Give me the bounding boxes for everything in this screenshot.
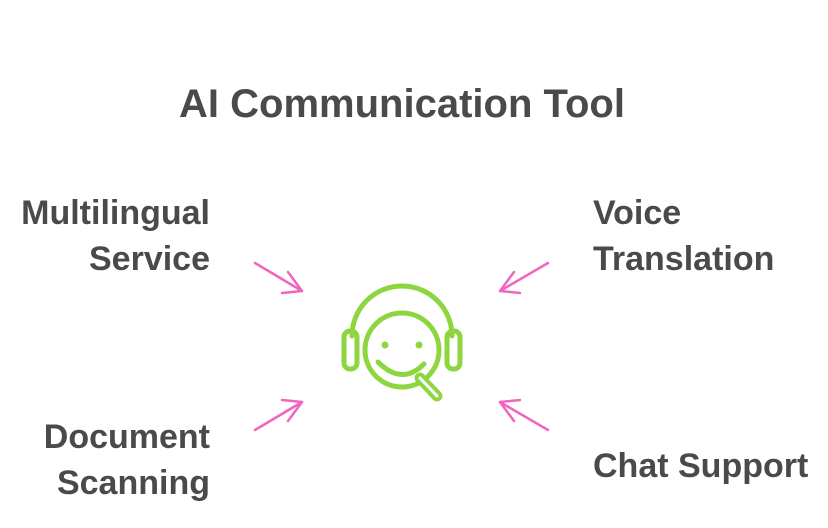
label-line: Voice	[593, 194, 682, 232]
smile	[375, 359, 427, 377]
label-line: Scanning	[56, 464, 210, 502]
label-line: Service	[89, 240, 210, 278]
arrow-from-chat-support	[498, 398, 550, 432]
right-eye	[415, 341, 423, 349]
right-ear-pad	[444, 328, 463, 372]
arrow-from-multilingual-service	[253, 261, 304, 295]
left-eye	[381, 341, 389, 349]
label-line: Multilingual	[21, 194, 210, 232]
label-voice-translation: Voice Translation	[593, 190, 774, 282]
label-chat-support: Chat Support	[593, 443, 808, 489]
left-ear-pad	[341, 328, 360, 372]
arrow-from-voice-translation	[498, 261, 550, 295]
label-document-scanning: Document Scanning	[44, 414, 210, 506]
headband	[349, 283, 455, 339]
arrow-from-document-scanning	[253, 398, 304, 432]
face-circle	[362, 310, 442, 390]
label-line: Translation	[593, 240, 775, 278]
label-line: Chat Support	[593, 447, 809, 485]
support-agent-headset-icon	[341, 283, 463, 402]
label-line: Document	[43, 418, 210, 456]
label-multilingual-service: Multilingual Service	[21, 190, 210, 282]
microphone-boom-inner	[418, 376, 439, 398]
diagram-title: AI Communication Tool	[179, 82, 625, 126]
